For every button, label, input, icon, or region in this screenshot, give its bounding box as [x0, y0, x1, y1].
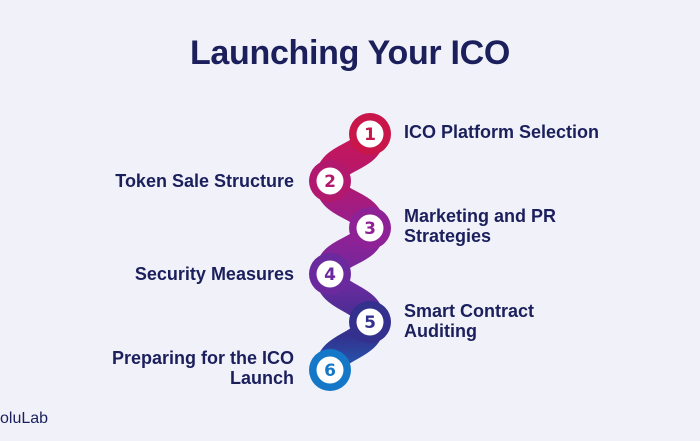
brand-logo-text: oluLab	[0, 410, 49, 427]
step-1-label: ICO Platform Selection	[404, 122, 600, 142]
step-3-number: 3	[364, 219, 376, 239]
step-1-node: 1	[349, 113, 391, 155]
step-3-badge	[356, 214, 384, 242]
step-1-badge	[356, 120, 384, 148]
page-title: Launching Your ICO	[189, 34, 511, 72]
step-5-node: 5	[349, 301, 391, 343]
step-5-number: 5	[364, 313, 376, 333]
step-6-node: 6	[309, 349, 351, 391]
step-2-number: 2	[324, 172, 336, 192]
step-2-label: Token Sale Structure	[115, 171, 294, 191]
step-6-number: 6	[324, 361, 336, 381]
step-2-node: 2	[309, 160, 351, 202]
step-5-badge	[356, 308, 384, 336]
step-6-badge	[316, 356, 344, 384]
step-3-node: 3	[349, 207, 391, 249]
step-2-badge	[316, 167, 344, 195]
step-4-node: 4	[309, 253, 351, 295]
step-4-label: Security Measures	[134, 264, 294, 284]
step-4-number: 4	[324, 265, 336, 285]
step-1-number: 1	[364, 125, 376, 145]
step-4-badge	[316, 260, 344, 288]
